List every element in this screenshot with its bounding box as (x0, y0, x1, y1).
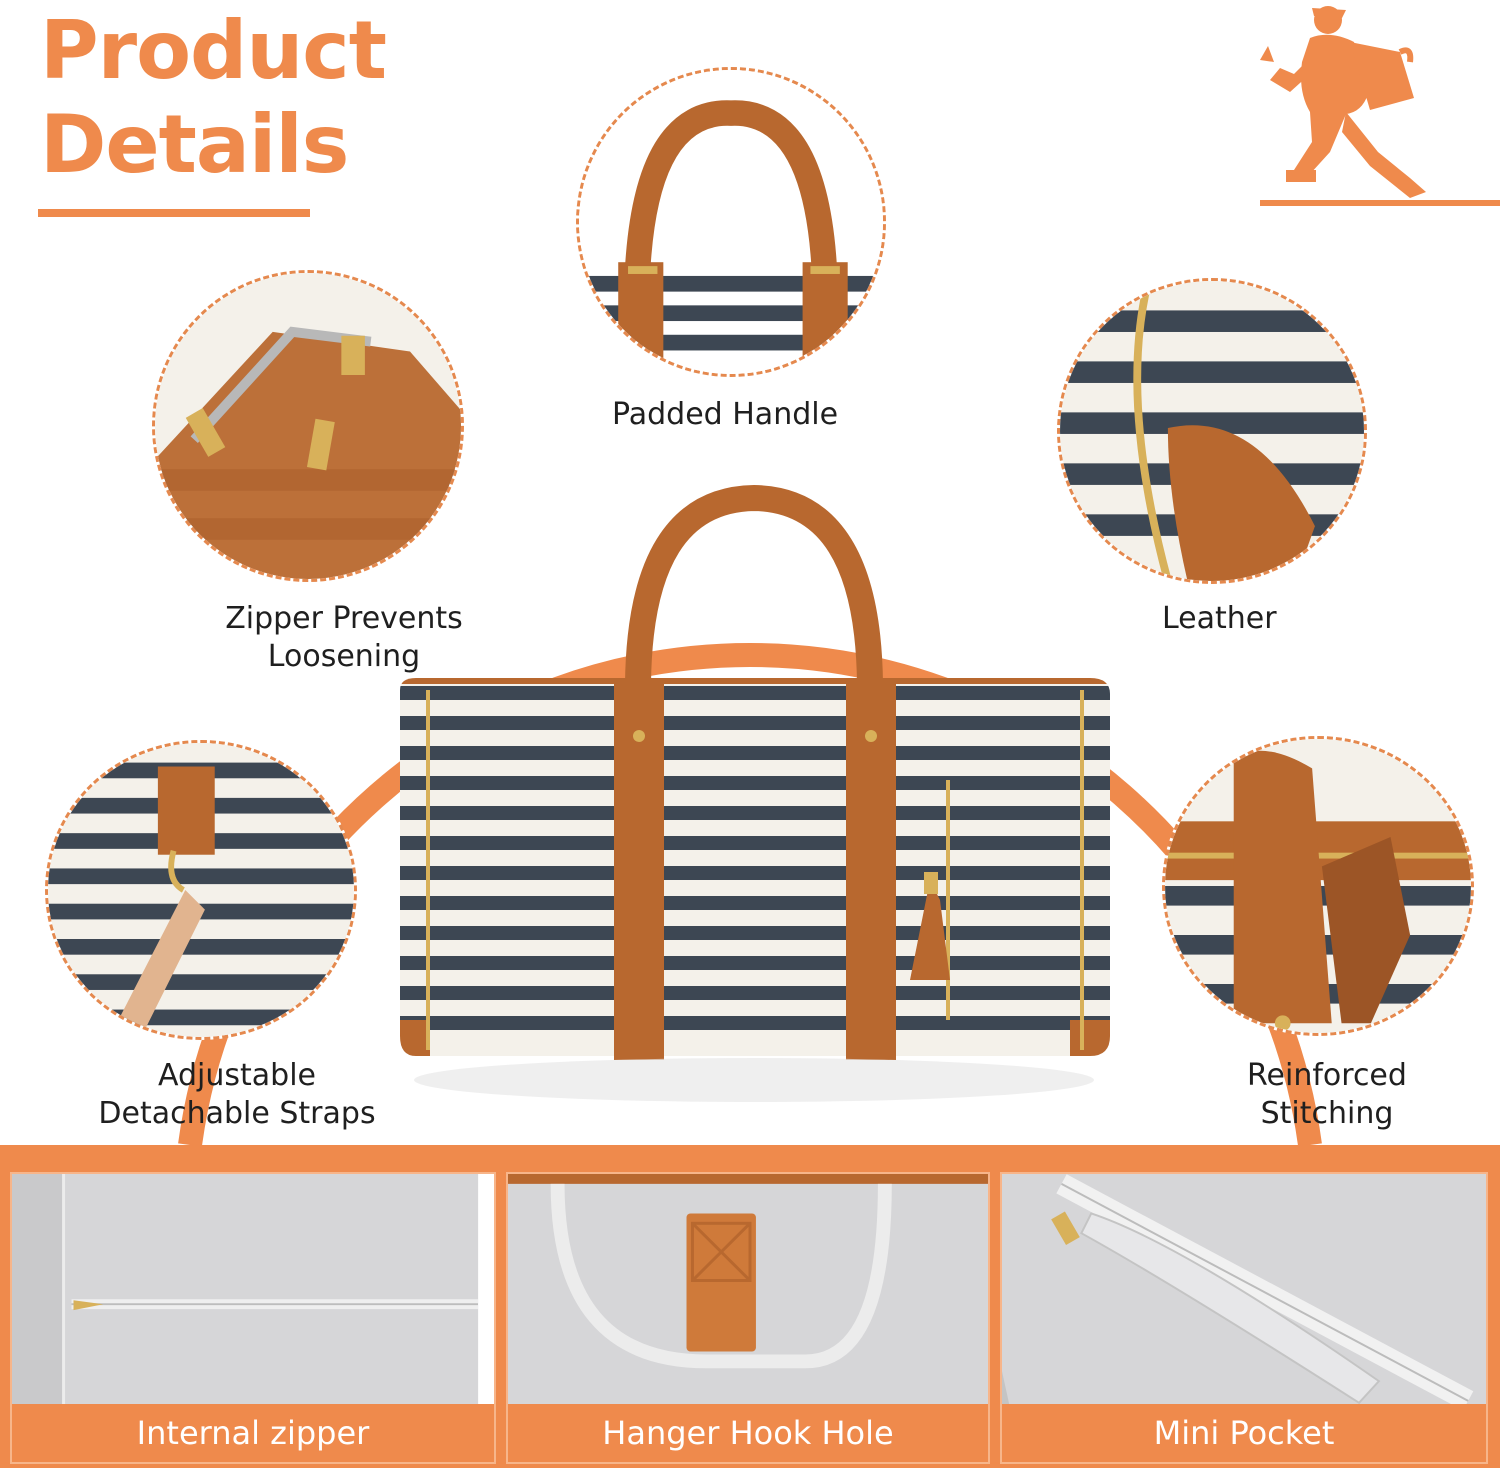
detail-circle-straps (45, 740, 357, 1040)
label-stitching-line-1: Reinforced (1247, 1058, 1407, 1093)
title-line-2: Details (40, 98, 349, 191)
title-underline (38, 209, 310, 217)
detail-circle-padded-handle (576, 67, 886, 377)
page-title: Product Details (40, 4, 387, 192)
hiker-silhouette-icon (1250, 2, 1500, 208)
title-line-1: Product (40, 4, 387, 97)
panel-mini-pocket: Mini Pocket (1000, 1172, 1488, 1464)
panel-internal-zipper: Internal zipper (10, 1172, 496, 1464)
detail-circle-stitching (1162, 736, 1474, 1036)
caption-mini-pocket: Mini Pocket (1002, 1404, 1486, 1462)
label-stitching-line-2: Stitching (1260, 1096, 1394, 1131)
label-leather: Leather (1162, 601, 1277, 636)
label-zipper-line-1: Zipper Prevents (225, 601, 463, 636)
label-zipper: Zipper Prevents Loosening (222, 600, 466, 676)
label-padded-handle: Padded Handle (612, 397, 839, 432)
label-zipper-line-2: Loosening (267, 639, 421, 674)
label-straps-line-2: Detachable Straps (98, 1096, 376, 1131)
caption-internal-zipper: Internal zipper (12, 1404, 494, 1462)
detail-circle-leather (1057, 278, 1367, 584)
panel-hanger-hook-hole: Hanger Hook Hole (506, 1172, 990, 1464)
label-straps-line-1: Adjustable (158, 1058, 316, 1093)
duffel-bag-image (370, 480, 1130, 1140)
label-straps: Adjustable Detachable Straps (96, 1057, 378, 1133)
detail-circle-zipper (152, 270, 464, 582)
label-stitching: Reinforced Stitching (1244, 1057, 1410, 1133)
caption-hanger-hook-hole: Hanger Hook Hole (508, 1404, 988, 1462)
